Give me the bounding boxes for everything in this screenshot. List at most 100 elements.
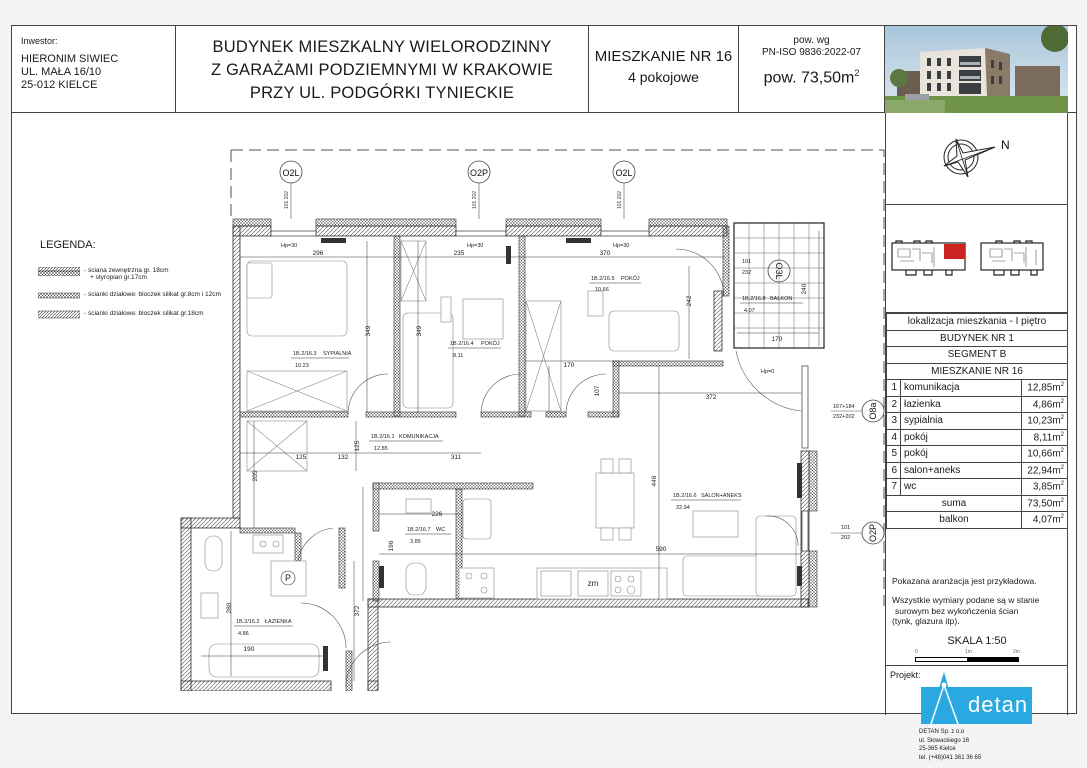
svg-text:296: 296 [313,250,324,257]
compass-rose-icon: N [943,138,1010,178]
investor-label: Inwestor: [21,36,58,46]
svg-text:1B.2/16.4: 1B.2/16.4 [450,341,474,347]
svg-text:311: 311 [451,454,462,461]
dishwasher-label: zm [588,579,599,588]
svg-text:1B.2/16.3: 1B.2/16.3 [293,351,317,357]
svg-text:12.85: 12.85 [374,446,388,452]
svg-text:4.07: 4.07 [744,308,755,314]
notes-block: Pokazana aranżacja jest przykładowa. Wsz… [886,516,1068,666]
svg-text:POKÓJ: POKÓJ [621,275,640,282]
compass-logo-icon [927,672,959,731]
svg-text:349: 349 [365,325,372,336]
investor-city: 25-012 KIELCE [21,79,98,91]
svg-text:125: 125 [354,440,361,451]
area-standard-line-2: PN-ISO 9836:2022-07 [762,47,861,58]
svg-text:SYPIALNIA: SYPIALNIA [323,351,352,357]
svg-text:170: 170 [772,336,783,343]
building-photo [885,26,1068,113]
svg-text:BALKON: BALKON [770,296,792,302]
window-tag-o2p-1: O2P [470,168,488,178]
info-panel: N lokalizacja mieszkania - I piętro BUDY… [885,113,1068,761]
svg-text:125: 125 [296,454,307,461]
project-label: Projekt: [890,670,921,680]
svg-text:101: 101 [742,259,751,265]
svg-text:Hp=30: Hp=30 [281,243,297,249]
svg-text:280: 280 [226,602,233,613]
svg-text:Hp=0: Hp=0 [761,369,774,375]
svg-text:132: 132 [338,454,349,461]
svg-text:226: 226 [432,511,443,518]
floor-plan-drawing: O2L O2P O2L O3L O8a O2P 101 202 101 202 … [180,149,885,691]
svg-text:196: 196 [388,540,395,551]
svg-text:167+184: 167+184 [833,404,855,410]
svg-text:101 202: 101 202 [472,191,478,209]
window-tag-o2l-2: O2L [615,168,632,178]
total-area: pow. 73,50m2 [763,68,860,87]
detan-logo: detan [921,672,1032,731]
svg-text:POKÓJ: POKÓJ [481,340,500,347]
exterior-wall-hatch-icon [38,267,80,276]
boiler-label: P [285,573,291,583]
legend-item-partition-8-12: - ścianki działowe: bloczek silikat gr.8… [38,291,221,300]
svg-text:KOMUNIKACJA: KOMUNIKACJA [399,434,439,440]
rooms-count: 4 pokojowe [628,69,699,85]
legend-item-partition-18: - ścianki działowe: bloczek silikat gr.1… [38,310,221,319]
dimensions-note: Wszystkie wymiary podane są w stanie sur… [892,595,1040,626]
svg-text:240: 240 [801,283,808,294]
svg-text:590: 590 [656,546,667,553]
svg-text:101: 101 [841,525,850,531]
svg-text:205: 205 [252,470,259,481]
location-floor: lokalizacja mieszkania - I piętro [886,313,1068,331]
building-location-minimap [891,240,1044,276]
svg-text:232+202: 232+202 [833,414,855,420]
svg-text:232: 232 [742,270,751,276]
apartment-label: MIESZKANIE NR 16 [886,362,1068,380]
svg-text:101 202: 101 202 [284,191,290,209]
scale-bar: 0 1m 2m [915,649,1020,665]
apartment-number: MIESZKANIE NR 16 [594,48,733,65]
svg-text:349: 349 [416,325,423,336]
company-address: DETAN Sp. z o.o ul. Słowackiego 16 25-36… [919,729,982,761]
building-render-image [885,26,1068,113]
svg-text:Hp=30: Hp=30 [613,243,629,249]
svg-text:242: 242 [686,295,693,306]
legend: LEGENDA: - ściana zewnętrzna gr. 18cm+ s… [38,239,221,329]
window-tag-o8a: O8a [868,402,878,419]
compass-block: N [886,113,1068,205]
window-tag-o2p-2: O2P [868,524,878,542]
scale-label: SKALA 1:50 [947,634,1007,647]
project-title-line-3: PRZY UL. PODGÓRKI TYNIECKIE [249,84,515,102]
svg-text:ŁAZIENKA: ŁAZIENKA [265,619,292,625]
svg-text:10.23: 10.23 [295,363,309,369]
designer-block: Projekt: detan DETAN Sp. z o.o ul. Słowa… [886,666,1068,768]
svg-text:101 202: 101 202 [617,191,623,209]
arrangement-note: Pokazana aranżacja jest przykładowa. [892,576,1037,586]
svg-text:1B.2/16.2: 1B.2/16.2 [236,619,260,625]
apartment-block: MIESZKANIE NR 16 4 pokojowe [589,26,739,113]
svg-text:235: 235 [454,250,465,257]
thick-partition-hatch-icon [38,310,80,319]
partition-wall-hatch-icon [38,292,80,299]
area-standard-line-1: pow. wg [793,35,830,46]
svg-text:22.94: 22.94 [676,505,690,511]
svg-text:370: 370 [600,250,611,257]
svg-text:1B.2/16.8: 1B.2/16.8 [742,296,766,302]
project-title: BUDYNEK MIESZKALNY WIELORODZINNY Z GARAŻ… [176,26,589,113]
building-number: BUDYNEK NR 1 [886,329,1068,347]
svg-text:170: 170 [564,362,575,369]
legend-title: LEGENDA: [40,239,96,251]
svg-text:372: 372 [706,394,717,401]
svg-text:107: 107 [594,385,601,396]
svg-text:3.85: 3.85 [410,539,421,545]
north-label: N [1001,138,1010,152]
svg-text:10.66: 10.66 [595,287,609,293]
svg-text:8.11: 8.11 [453,353,463,359]
